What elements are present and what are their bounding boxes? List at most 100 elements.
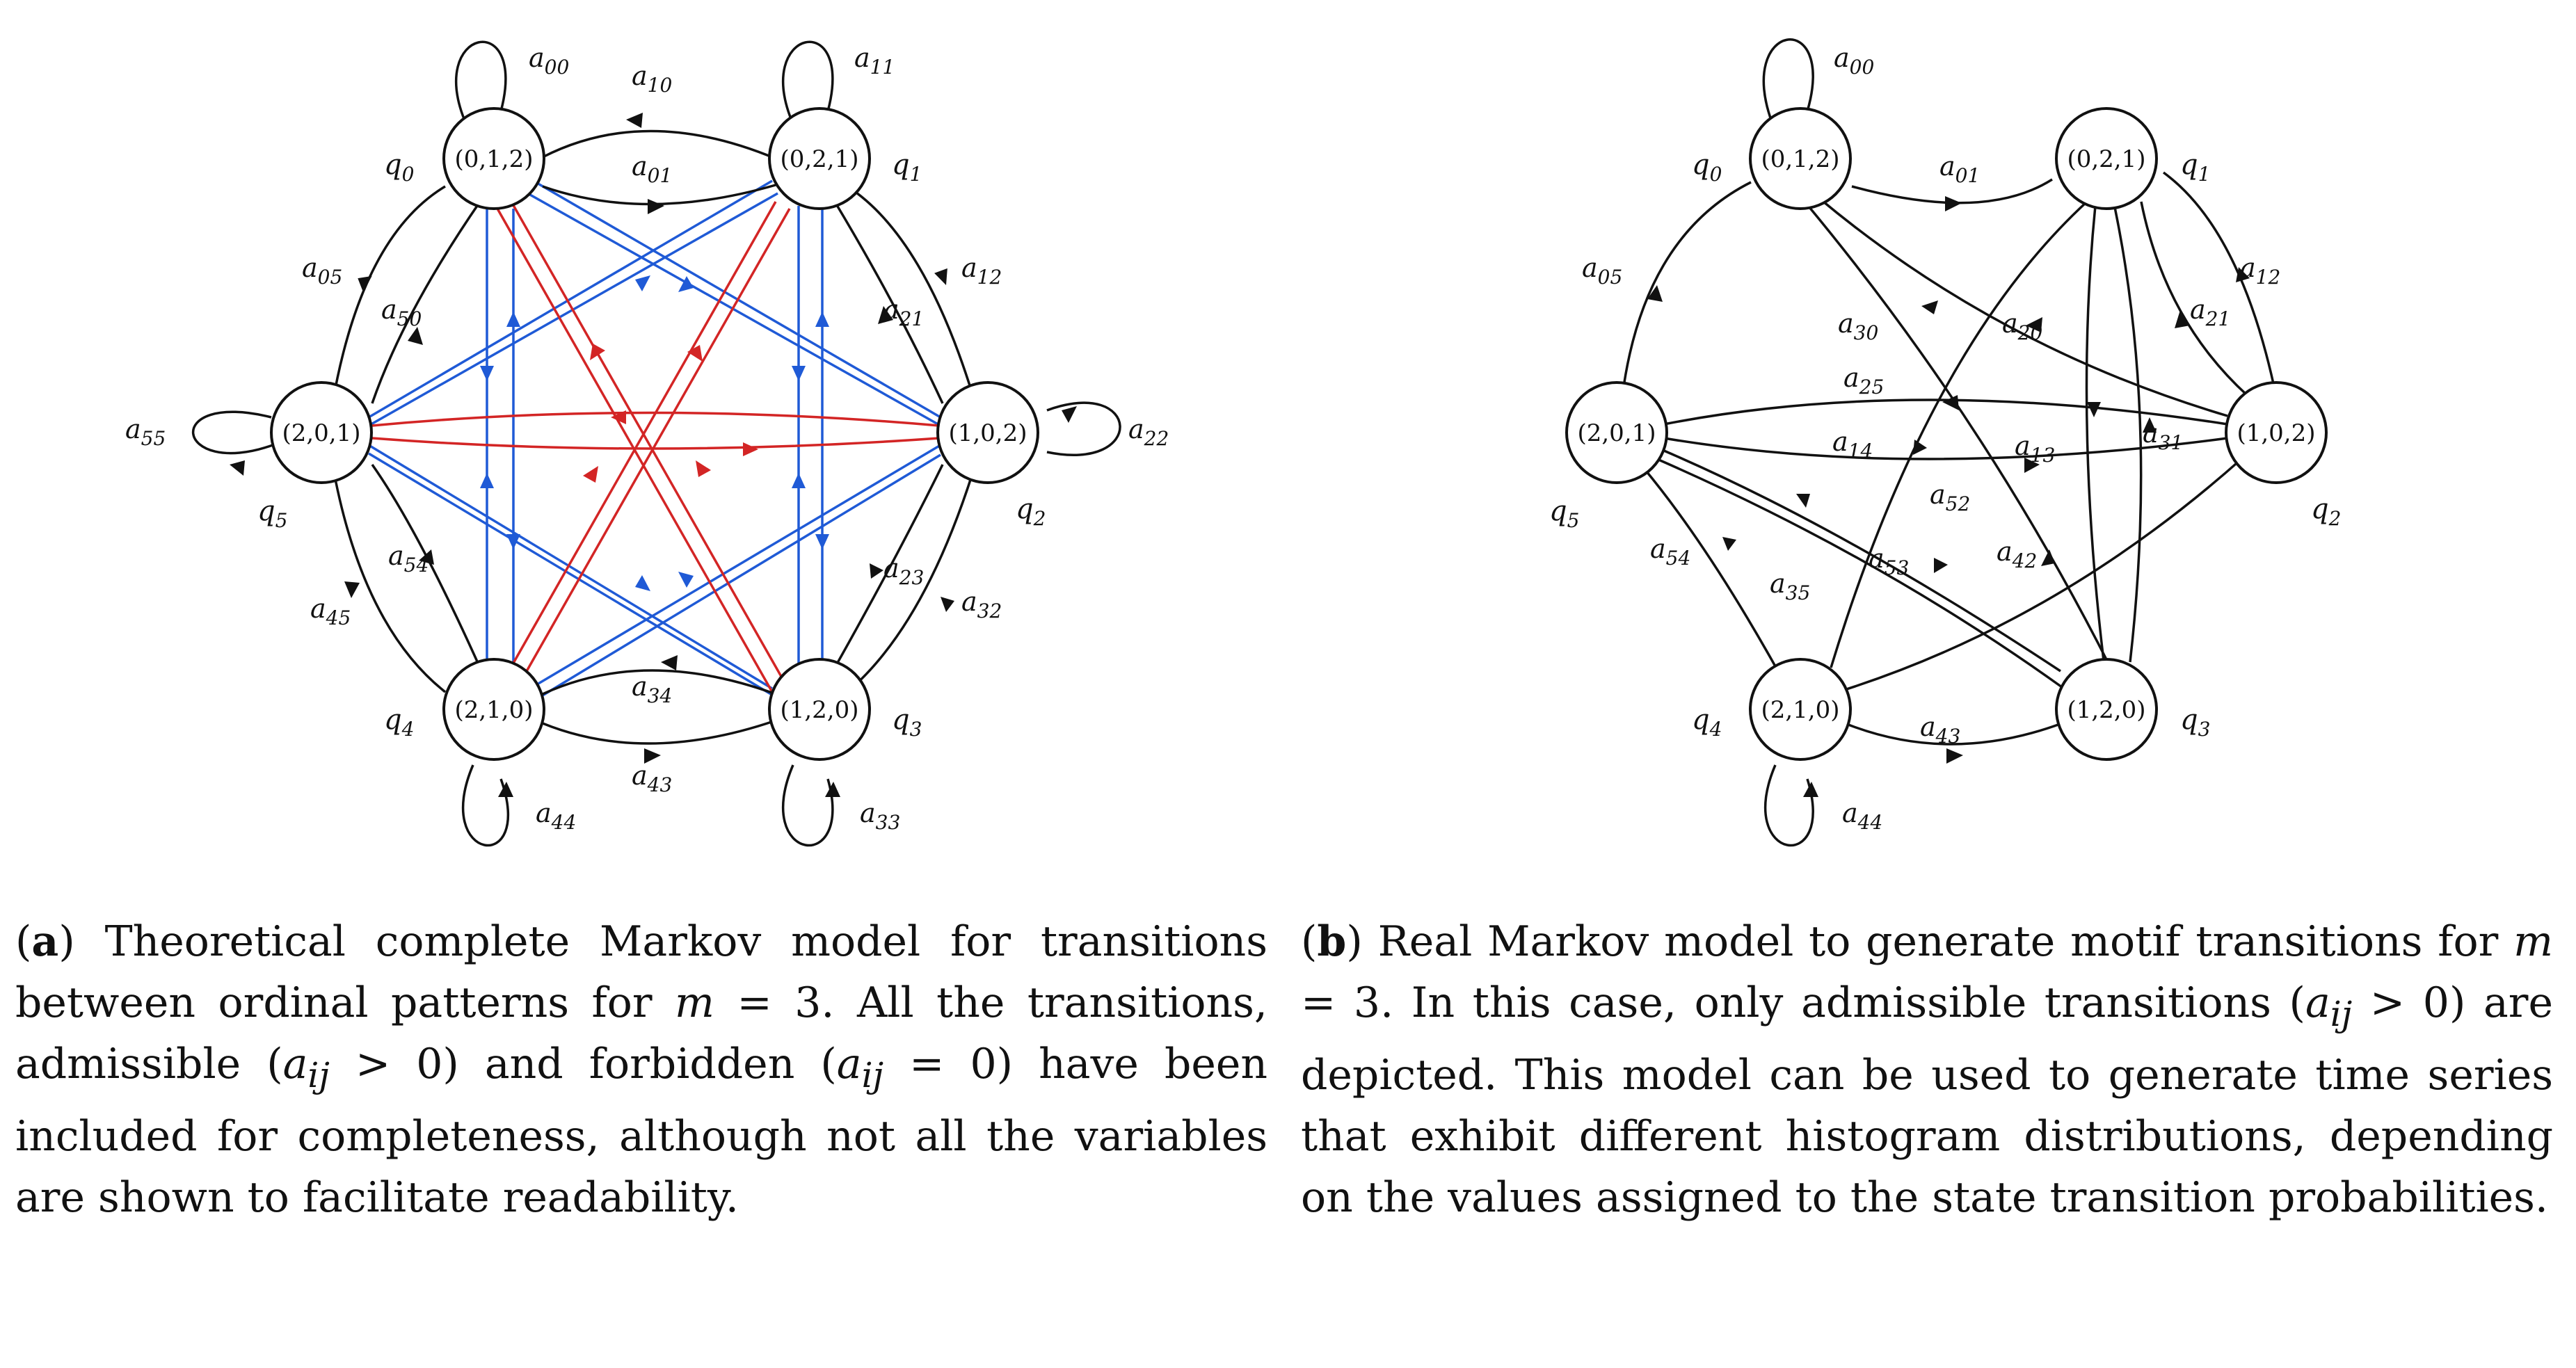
q-label: q5 bbox=[1549, 495, 1579, 532]
q-label: q0 bbox=[384, 149, 414, 186]
edge-label: a33 bbox=[860, 798, 900, 834]
caption-text: = 0) have been included for completeness… bbox=[15, 1040, 1268, 1222]
edge-label: a21 bbox=[2190, 294, 2230, 330]
red-edges bbox=[371, 201, 940, 693]
caption-text: Theoretical complete Markov model for tr… bbox=[15, 917, 1267, 1027]
q-label: q3 bbox=[2180, 704, 2210, 741]
caption-var: a bbox=[836, 1040, 862, 1088]
state-q2: (1,0,2) q2 bbox=[936, 381, 1046, 530]
state-label: (1,0,2) bbox=[2237, 419, 2315, 447]
edge-label: a13 bbox=[2015, 430, 2055, 467]
state-q2: (1,0,2) q2 bbox=[2225, 381, 2341, 530]
edge-label: a43 bbox=[632, 760, 672, 796]
black-edges bbox=[1621, 38, 2278, 847]
caption-tag: b bbox=[1317, 917, 1347, 966]
state-label: (0,1,2) bbox=[1761, 145, 1839, 173]
caption-text: > 0) and forbidden ( bbox=[329, 1040, 837, 1088]
edge-label: a22 bbox=[1128, 414, 1169, 450]
caption-text: = 3. In this case, only admissible trans… bbox=[1301, 979, 2305, 1027]
edge-label: a42 bbox=[1997, 536, 2037, 572]
state-q3: (1,2,0) q3 bbox=[768, 658, 922, 761]
state-label: (2,1,0) bbox=[454, 696, 533, 724]
edge-label: a23 bbox=[883, 553, 924, 589]
caption-var: m bbox=[2513, 917, 2553, 966]
edge-label: a50 bbox=[381, 294, 422, 330]
caption-var: a bbox=[2305, 979, 2330, 1027]
caption-a: (a) Theoretical complete Markov model fo… bbox=[15, 917, 1268, 1222]
state-circle bbox=[1565, 381, 1668, 484]
edge-label: a10 bbox=[632, 61, 672, 97]
edge-label: a35 bbox=[1770, 568, 1810, 604]
edge-label: a20 bbox=[2002, 308, 2042, 344]
edge-label: a55 bbox=[125, 414, 166, 450]
q-label: q3 bbox=[892, 704, 922, 741]
state-circle bbox=[2225, 381, 2328, 484]
q-label: q4 bbox=[1692, 704, 1722, 741]
edge-label: a01 bbox=[632, 151, 672, 187]
state-label: (0,2,1) bbox=[780, 145, 858, 173]
caption-b: (b) Real Markov model to generate motif … bbox=[1301, 917, 2553, 1222]
edge-label: a01 bbox=[1939, 151, 1980, 187]
caption-var: a bbox=[282, 1040, 308, 1088]
edge-label: a54 bbox=[1650, 533, 1690, 570]
caption-var: m bbox=[675, 979, 714, 1027]
edge-label: a45 bbox=[310, 593, 351, 629]
edge-label: a14 bbox=[1832, 426, 1873, 462]
caption-text: > 0) are depicted. This model can be use… bbox=[1301, 979, 2553, 1222]
state-q5: (2,0,1) q5 bbox=[1549, 381, 1668, 532]
state-q1: (0,2,1) q1 bbox=[768, 107, 922, 210]
q-label: q1 bbox=[2180, 149, 2210, 186]
state-q5: (2,0,1) q5 bbox=[257, 381, 373, 532]
state-label: (1,2,0) bbox=[780, 696, 858, 724]
state-circle bbox=[768, 107, 871, 210]
caption-sub: ij bbox=[2330, 994, 2353, 1034]
state-circle bbox=[2055, 107, 2158, 210]
edge-label: a00 bbox=[529, 42, 569, 79]
state-label: (0,2,1) bbox=[2067, 145, 2145, 173]
caption-text: = 3. All the transitions, admissible ( bbox=[15, 979, 1268, 1088]
edge-label: a11 bbox=[854, 42, 895, 79]
edge-label: a32 bbox=[961, 586, 1002, 622]
edge-label: a52 bbox=[1930, 479, 1970, 515]
state-circle bbox=[936, 381, 1039, 484]
caption-text: Real Markov model to generate motif tran… bbox=[1362, 917, 2514, 966]
edge-label: a44 bbox=[536, 798, 576, 834]
state-q4: (2,1,0) q4 bbox=[384, 658, 545, 761]
state-circle bbox=[2055, 658, 2158, 761]
edge-label: a05 bbox=[302, 252, 342, 289]
state-circle bbox=[442, 107, 545, 210]
edge-label: a54 bbox=[388, 540, 429, 577]
q-label: q4 bbox=[384, 704, 414, 741]
caption-tag: a bbox=[31, 917, 59, 966]
edge-label: a53 bbox=[1869, 543, 1909, 579]
q-label: q1 bbox=[892, 149, 922, 186]
state-circle bbox=[270, 381, 373, 484]
edge-label: a44 bbox=[1842, 798, 1882, 834]
edge-labels-b: a00 a01 a05 a12 a21 a20 a30 a25 a14 a13 … bbox=[1582, 42, 2280, 834]
state-circle bbox=[768, 658, 871, 761]
state-label: (1,0,2) bbox=[948, 419, 1027, 447]
state-q3: (1,2,0) q3 bbox=[2055, 658, 2210, 761]
state-label: (2,0,1) bbox=[1577, 419, 1656, 447]
blue-arrowheads bbox=[480, 275, 829, 591]
state-q1: (0,2,1) q1 bbox=[2055, 107, 2210, 210]
edge-label: a05 bbox=[1582, 252, 1622, 289]
black-arrowheads bbox=[1647, 111, 2250, 797]
red-arrowheads bbox=[583, 344, 758, 483]
markov-diagram-admissible: (0,1,2) q0 (0,2,1) q1 (1,0,2) q2 (1,2,0)… bbox=[1549, 38, 2341, 847]
edge-label: a30 bbox=[1838, 308, 1878, 344]
blue-edges bbox=[368, 179, 941, 701]
black-edges bbox=[192, 40, 1121, 847]
state-circle bbox=[1749, 658, 1852, 761]
state-q0: (0,1,2) q0 bbox=[1692, 107, 1852, 210]
state-label: (0,1,2) bbox=[454, 145, 533, 173]
edge-labels-a: a00 a11 a10 a01 a05 a50 a12 a21 a55 a22 … bbox=[125, 42, 1169, 834]
edge-label: a25 bbox=[1843, 362, 1884, 399]
q-label: q0 bbox=[1692, 149, 1722, 186]
edge-label: a31 bbox=[2143, 418, 2183, 454]
state-q4: (2,1,0) q4 bbox=[1692, 658, 1852, 761]
q-label: q5 bbox=[257, 495, 287, 532]
state-circle bbox=[442, 658, 545, 761]
state-label: (2,1,0) bbox=[1761, 696, 1839, 724]
q-label: q2 bbox=[2311, 493, 2341, 530]
